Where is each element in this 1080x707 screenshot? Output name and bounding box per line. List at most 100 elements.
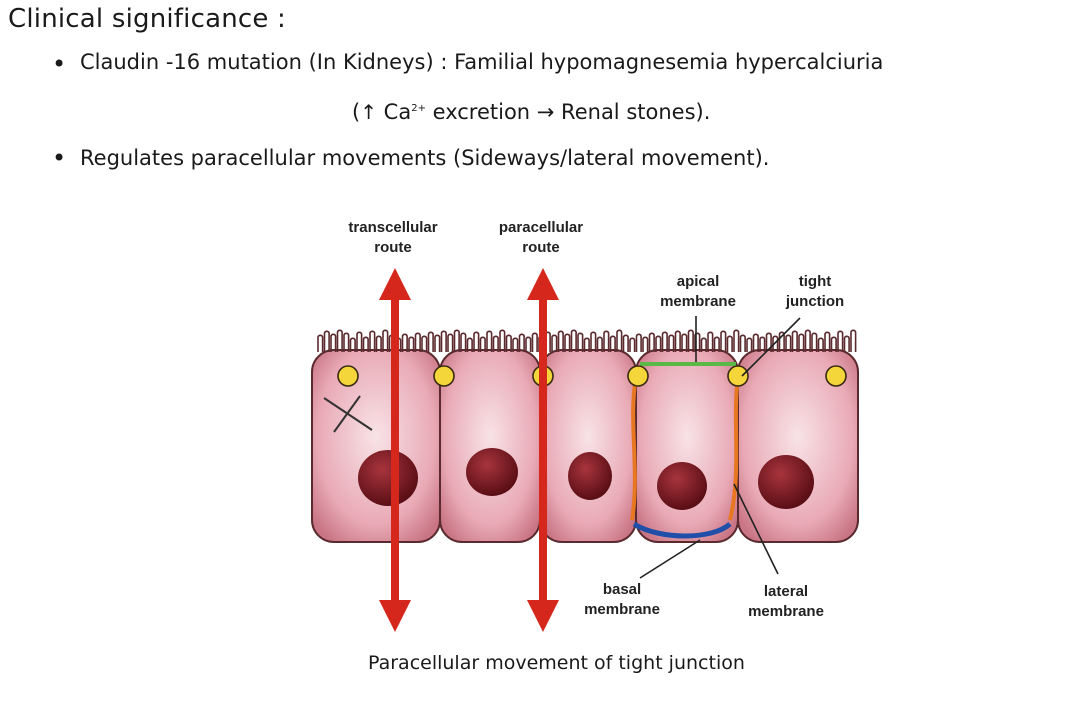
microvillus xyxy=(518,333,525,352)
microvillus xyxy=(668,334,675,352)
microvillus xyxy=(726,335,733,352)
microvillus xyxy=(564,333,571,352)
microvillus xyxy=(850,329,857,352)
cross-mark xyxy=(323,395,373,433)
label-apical-membrane: membrane xyxy=(660,293,736,310)
microvillus xyxy=(785,334,792,352)
basal-membrane-highlight xyxy=(632,521,732,539)
microvillus xyxy=(583,337,590,352)
excretion-text: excretion → Renal stones). xyxy=(432,100,711,124)
bullet-dot: • xyxy=(52,144,67,172)
tight-junction-dot xyxy=(825,365,847,387)
figure-caption: Paracellular movement of tight junction xyxy=(368,652,745,674)
microvillus xyxy=(460,332,467,352)
nucleus xyxy=(657,462,707,510)
microvillus xyxy=(382,329,389,352)
microvillus xyxy=(603,330,610,352)
microvillus xyxy=(655,335,662,352)
microvillus xyxy=(772,335,779,352)
microvillus xyxy=(408,336,415,352)
transcellular-arrow-head-up xyxy=(379,268,411,300)
nucleus xyxy=(358,450,418,506)
microvillus xyxy=(577,332,584,352)
paracellular-arrow-head-down xyxy=(527,600,559,632)
microvillus xyxy=(752,333,759,352)
bullet-dot: • xyxy=(52,50,67,78)
microvillus xyxy=(765,332,772,352)
microvillus xyxy=(323,330,330,352)
microvillus xyxy=(720,330,727,352)
paren-open: ( xyxy=(352,100,361,124)
microvillus xyxy=(531,332,538,352)
lateral-membrane-highlight-left xyxy=(630,377,638,521)
microvillus xyxy=(596,336,603,352)
epithelial-cell xyxy=(439,349,541,543)
microvillus xyxy=(746,337,753,352)
microvilli xyxy=(317,329,857,352)
microvillus xyxy=(479,336,486,352)
nucleus xyxy=(466,448,518,496)
nuclei xyxy=(358,448,814,510)
microvillus xyxy=(375,335,382,352)
microvillus xyxy=(622,334,629,352)
microvillus xyxy=(642,336,649,352)
microvillus xyxy=(362,336,369,352)
microvillus xyxy=(798,333,805,352)
microvillus xyxy=(609,335,616,352)
increase-arrow-glyph: ↑ xyxy=(360,100,377,124)
label-transcellular: transcellular xyxy=(348,219,437,236)
microvillus xyxy=(505,334,512,352)
microvillus xyxy=(317,334,324,352)
microvillus xyxy=(629,337,636,352)
microvillus xyxy=(739,334,746,352)
microvillus xyxy=(414,332,421,352)
label-lateral-membrane: membrane xyxy=(748,603,824,620)
microvillus xyxy=(733,329,740,352)
microvillus xyxy=(330,333,337,352)
tight-junction-dot xyxy=(727,365,749,387)
paracellular-arrow-shaft xyxy=(539,292,547,602)
microvillus xyxy=(512,337,519,352)
microvillus xyxy=(837,330,844,352)
microvillus xyxy=(434,334,441,352)
microvillus xyxy=(557,330,564,352)
microvillus xyxy=(421,335,428,352)
microvillus xyxy=(811,332,818,352)
microvillus xyxy=(648,332,655,352)
microvillus xyxy=(791,330,798,352)
microvillus xyxy=(401,333,408,352)
tight-junction-dot xyxy=(337,365,359,387)
tight-junction-dot xyxy=(433,365,455,387)
microvillus xyxy=(830,336,837,352)
microvillus xyxy=(473,331,480,352)
calcium-ion: Ca xyxy=(383,100,412,124)
microvillus xyxy=(525,336,532,352)
microvillus xyxy=(843,335,850,352)
microvillus xyxy=(551,334,558,352)
label-basal: basal xyxy=(603,581,641,598)
microvillus xyxy=(440,330,447,352)
microvillus xyxy=(590,331,597,352)
label-tight: tight xyxy=(799,273,831,290)
microvillus xyxy=(674,330,681,352)
microvillus xyxy=(635,333,642,352)
epithelial-cell xyxy=(539,349,637,543)
microvillus xyxy=(492,335,499,352)
microvillus xyxy=(681,333,688,352)
microvillus xyxy=(356,331,363,352)
microvillus xyxy=(817,337,824,352)
microvillus xyxy=(336,329,343,352)
bullet-claudin-continuation: (↑ Ca2+ excretion → Renal stones). xyxy=(352,100,710,124)
calcium-charge: 2+ xyxy=(411,103,426,114)
label-lateral: lateral xyxy=(764,583,808,600)
microvillus xyxy=(369,330,376,352)
route-arrows xyxy=(379,268,559,632)
label-paracellular-route: route xyxy=(522,239,560,256)
microvillus xyxy=(804,329,811,352)
microvillus xyxy=(616,329,623,352)
microvillus xyxy=(453,329,460,352)
microvillus xyxy=(759,336,766,352)
microvillus xyxy=(694,332,701,352)
section-heading: Clinical significance : xyxy=(8,4,286,34)
